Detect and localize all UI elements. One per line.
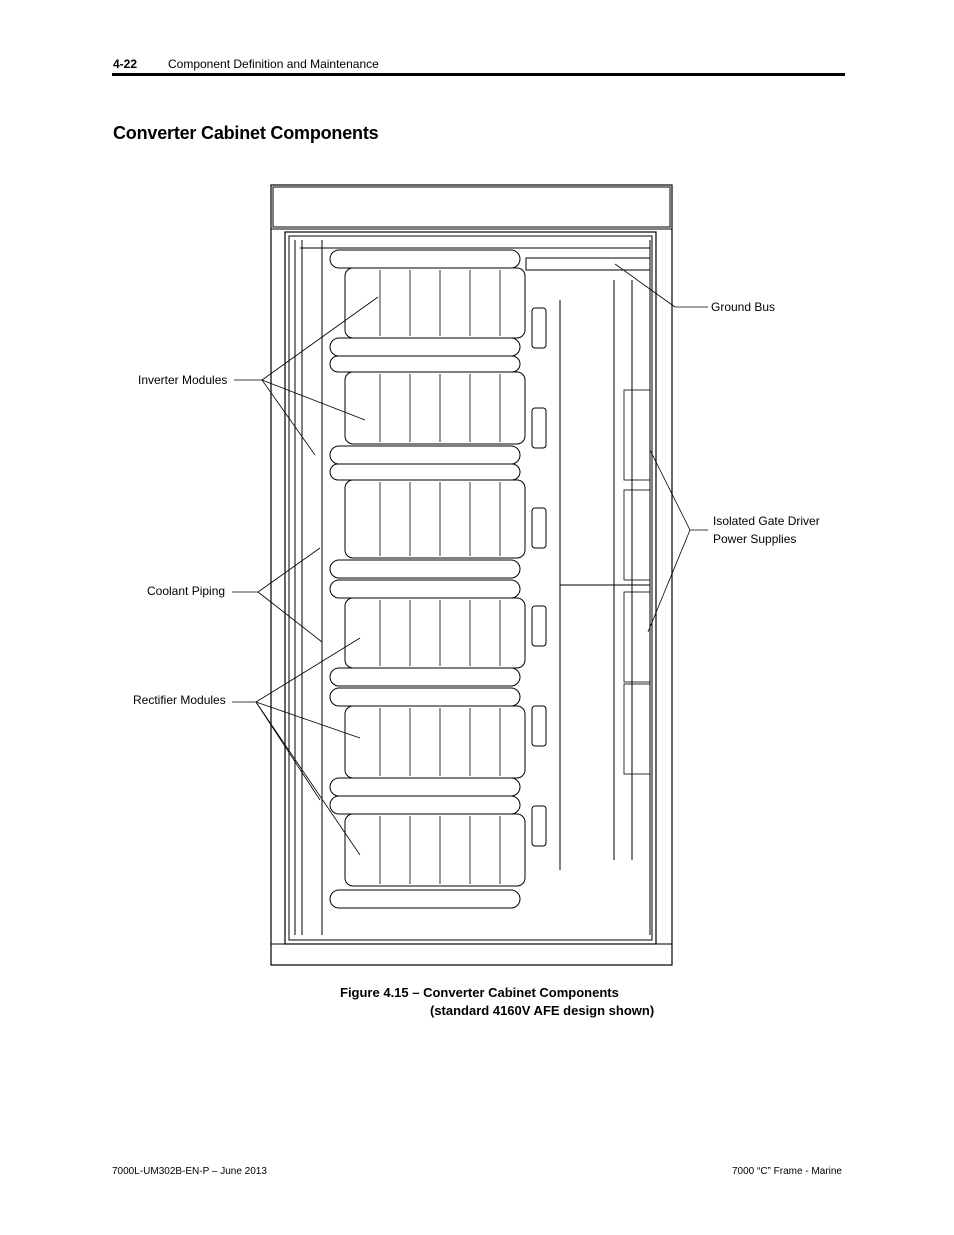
section-title: Converter Cabinet Components xyxy=(113,123,379,143)
header-rule xyxy=(112,73,845,76)
chapter-title: Component Definition and Maintenance xyxy=(168,57,379,71)
callout-isolated-gate-driver-line1: Isolated Gate Driver xyxy=(713,514,820,528)
footer-product: 7000 “C” Frame - Marine xyxy=(731,1166,842,1177)
callout-ground-bus: Ground Bus xyxy=(711,300,776,314)
callout-coolant-piping: Coolant Piping xyxy=(147,584,226,598)
callout-isolated-gate-driver-line2: Power Supplies xyxy=(713,532,797,546)
figure-caption-line2: (standard 4160V AFE design shown) xyxy=(430,1003,655,1018)
callout-rectifier-modules: Rectifier Modules xyxy=(133,693,226,707)
callout-inverter-modules: Inverter Modules xyxy=(138,373,228,387)
figure-caption-line1: Figure 4.15 – Converter Cabinet Componen… xyxy=(340,985,619,1000)
page-number: 4-22 xyxy=(113,57,138,71)
footer-doc-id: 7000L-UM302B-EN-P – June 2013 xyxy=(112,1166,267,1177)
